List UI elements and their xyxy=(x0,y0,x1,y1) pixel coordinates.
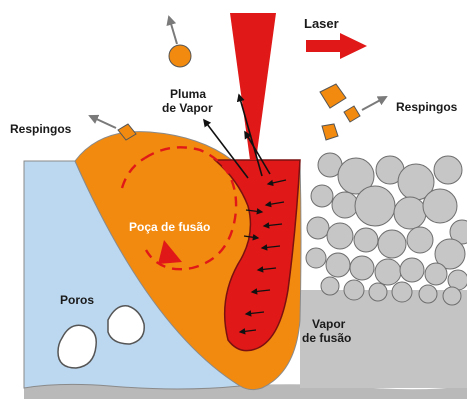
spatter-arrow xyxy=(169,17,177,44)
spatter-particle xyxy=(322,124,338,140)
spatter-particle xyxy=(344,106,360,122)
powder-particle xyxy=(307,217,329,239)
powder-particle xyxy=(306,248,326,268)
powder-particle xyxy=(423,189,457,223)
powder-particle xyxy=(332,192,358,218)
powder-particle xyxy=(425,263,447,285)
powder-bed xyxy=(300,153,467,388)
powder-particle xyxy=(407,227,433,253)
powder-particle xyxy=(369,283,387,301)
powder-particle xyxy=(378,230,406,258)
melt-pool-label: Poça de fusão xyxy=(129,220,210,234)
powder-particle xyxy=(419,285,437,303)
powder-particle xyxy=(392,282,412,302)
powder-particle xyxy=(327,223,353,249)
powder-particle xyxy=(354,228,378,252)
vapor-label-line1: Vapor xyxy=(312,317,346,331)
vapor-label-line2: de fusão xyxy=(302,331,351,345)
powder-particle xyxy=(400,258,424,282)
powder-particle xyxy=(311,185,333,207)
powder-particle xyxy=(326,253,350,277)
powder-particle xyxy=(350,256,374,280)
powder-particle xyxy=(375,259,401,285)
laser-beam xyxy=(230,13,276,160)
spatter-particle xyxy=(169,45,191,67)
powder-particle xyxy=(321,277,339,295)
powder-particle xyxy=(394,197,426,229)
powder-particle xyxy=(443,287,461,305)
powder-particle xyxy=(434,156,462,184)
spatter-label-left: Respingos xyxy=(10,122,72,136)
spatter-label-right: Respingos xyxy=(396,100,458,114)
plume-label-line1: Pluma xyxy=(170,87,206,101)
pores-label: Poros xyxy=(60,293,94,307)
laser-direction-arrow xyxy=(306,33,367,59)
laser-label: Laser xyxy=(304,16,339,31)
spatter-arrow xyxy=(90,116,116,128)
powder-particle xyxy=(355,186,395,226)
powder-particle xyxy=(344,280,364,300)
plume-label-line2: de Vapor xyxy=(162,101,213,115)
spatter-arrow xyxy=(362,97,386,110)
spatter-particle xyxy=(320,84,346,108)
